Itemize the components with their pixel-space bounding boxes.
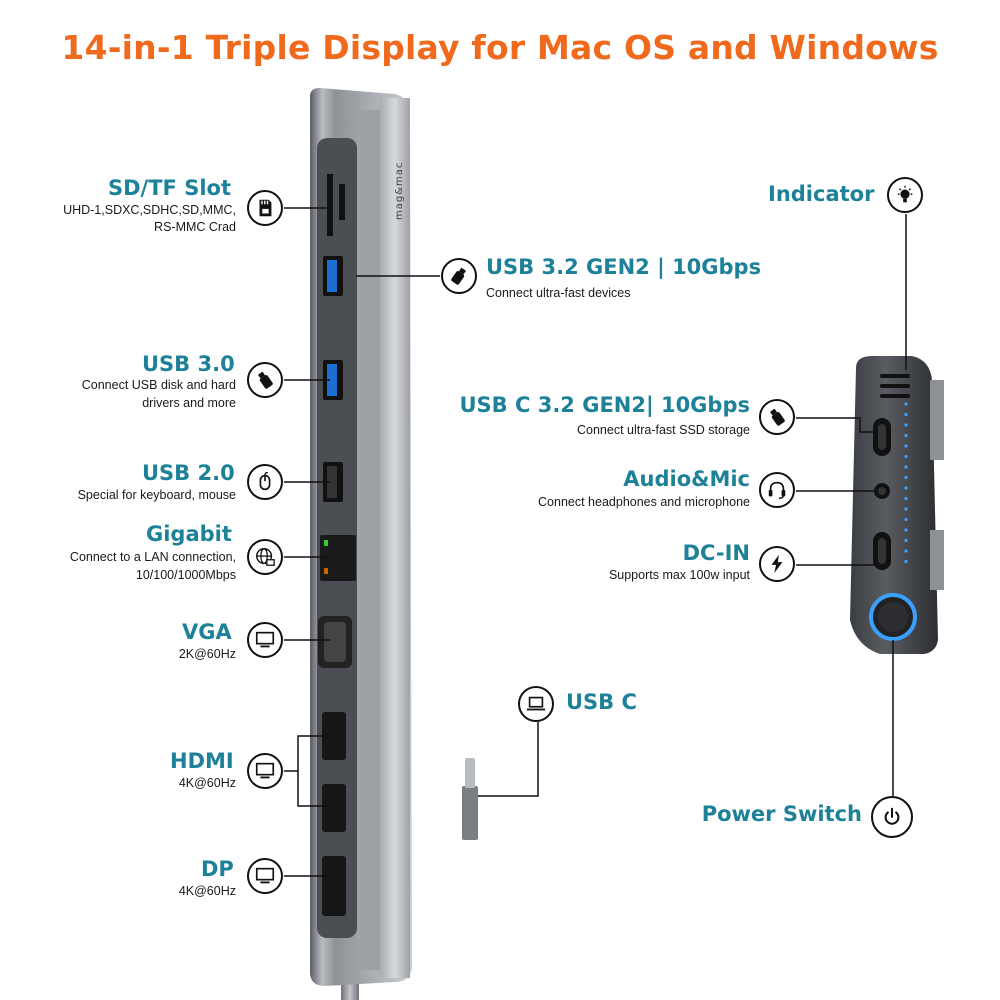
usb-stick-icon [441,258,477,294]
laptop-icon [518,686,554,722]
monitor-icon [247,858,283,894]
monitor-icon [247,753,283,789]
monitor-icon [247,622,283,658]
indicator-led [904,496,908,501]
indicator-label: Indicator [768,182,875,206]
indicator-led [904,559,908,564]
power-switch-label: Power Switch [701,802,862,826]
vga-label: VGA [182,620,232,644]
indicator-led [904,454,908,459]
usb-stick-icon [759,399,795,435]
mouse-icon [247,464,283,500]
hdmi-desc: 4K@60Hz [178,776,236,790]
usbc-cable-label: USB C [566,690,637,714]
indicator-led [904,423,908,427]
gigabit-desc-2: 10/100/1000Mbps [135,568,236,582]
usbc32-desc: Connect ultra-fast SSD storage [577,423,750,437]
lightbulb-icon [887,177,923,213]
gigabit-label: Gigabit [146,522,232,546]
usb20-desc: Special for keyboard, mouse [77,488,236,502]
usb32-label: USB 3.2 GEN2 | 10Gbps [486,255,762,279]
dcin-desc: Supports max 100w input [608,568,750,582]
headset-icon [759,472,795,508]
indicator-led [904,412,908,417]
page-title: 14-in-1 Triple Display for Mac OS and Wi… [61,28,939,67]
power-icon [871,796,913,838]
dp-desc: 4K@60Hz [178,884,236,898]
indicator-led [904,507,908,511]
indicator-led [904,528,908,532]
sd-slot-desc-1: UHD-1,SDXC,SDHC,SD,MMC, [63,203,236,217]
usb32-desc: Connect ultra-fast devices [486,286,631,300]
indicator-led [904,444,908,448]
indicator-led [904,433,908,438]
indicator-led [904,402,908,406]
usb-stick-icon [247,362,283,398]
dcin-label: DC-IN [682,541,750,565]
indicator-led [904,549,908,553]
dp-label: DP [201,857,234,881]
sd-slot-label: SD/TF Slot [108,176,231,200]
sd-card-icon [247,190,283,226]
globe-icon [247,539,283,575]
hdmi-label: HDMI [170,749,234,773]
vga-desc: 2K@60Hz [178,647,236,661]
usb30-desc-2: drivers and more [142,396,236,410]
sd-slot-desc-2: RS-MMC Crad [154,220,236,234]
usbc32-label: USB C 3.2 GEN2| 10Gbps [459,393,750,417]
side-panel [850,356,938,654]
indicator-led [904,538,908,543]
audio-label: Audio&Mic [623,467,750,491]
audio-desc: Connect headphones and microphone [538,495,750,509]
indicator-led [904,465,908,469]
gigabit-desc-1: Connect to a LAN connection, [69,550,236,564]
usb20-label: USB 2.0 [142,461,235,485]
brand-logo: mag&mac [394,162,405,220]
usb30-desc-1: Connect USB disk and hard [81,378,236,392]
indicator-led [904,475,908,480]
lightning-icon [759,546,795,582]
usb30-label: USB 3.0 [142,352,235,376]
indicator-led [904,517,908,522]
indicator-led [904,486,908,490]
